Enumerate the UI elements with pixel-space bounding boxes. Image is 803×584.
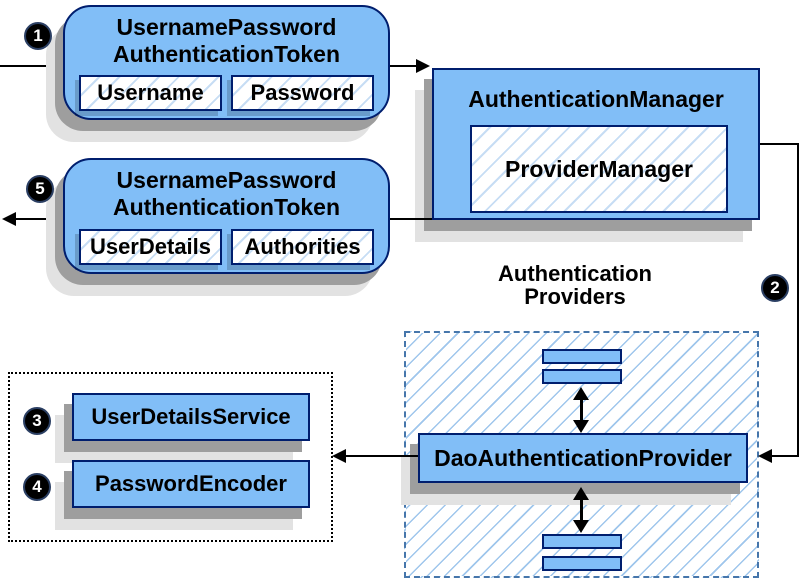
dao-authentication-provider-box: DaoAuthenticationProvider: [418, 433, 748, 483]
double-arrow-vertical-icon: [573, 487, 589, 533]
request-token-title-line1: UsernamePassword: [116, 14, 337, 40]
response-token-title-line1: UsernamePassword: [116, 167, 337, 193]
response-token-title: UsernamePassword AuthenticationToken: [65, 160, 388, 221]
connector-step5-output: [15, 218, 63, 220]
authentication-manager-title: AuthenticationManager: [468, 86, 724, 112]
step-badge-3: 3: [23, 407, 51, 435]
provider-manager-box: ProviderManager: [470, 125, 728, 213]
connector-step1-input: [0, 65, 64, 67]
arrow-shaft: [579, 400, 583, 420]
password-field-box: Password: [231, 75, 374, 111]
password-encoder-box: PasswordEncoder: [72, 460, 310, 508]
request-token-box: UsernamePassword AuthenticationToken Use…: [63, 5, 390, 120]
provider-placeholder-bar: [542, 369, 622, 384]
connector-dao-to-services: [346, 455, 418, 457]
arrowhead-down-icon: [573, 420, 589, 433]
step-badge-1: 1: [24, 22, 52, 50]
arrow-shaft: [579, 500, 583, 520]
provider-placeholder-bar: [542, 556, 622, 571]
userdetails-field-box: UserDetails: [79, 229, 222, 265]
authorities-field-box: Authorities: [231, 229, 374, 265]
connector-manager-to-response: [390, 218, 432, 220]
connector-step2-bottom: [772, 455, 799, 457]
step-badge-5: 5: [26, 175, 54, 203]
provider-placeholder-bar: [542, 534, 622, 549]
step-badge-4: 4: [23, 473, 51, 501]
authentication-manager-box: AuthenticationManager ProviderManager: [432, 68, 760, 220]
authentication-providers-label-line2: Providers: [524, 284, 626, 309]
user-details-service-box: UserDetailsService: [72, 393, 310, 441]
request-token-fields: Username Password: [79, 75, 374, 111]
connector-token-to-manager: [390, 65, 417, 67]
arrowhead-left-icon: [332, 449, 346, 463]
arrowhead-left-icon: [758, 449, 772, 463]
arrowhead-up-icon: [573, 387, 589, 400]
response-token-title-line2: AuthenticationToken: [112, 194, 340, 220]
authentication-providers-label: Authentication Providers: [455, 262, 695, 308]
response-token-fields: UserDetails Authorities: [79, 229, 374, 265]
authentication-providers-label-line1: Authentication: [498, 261, 652, 286]
arrowhead-up-icon: [573, 487, 589, 500]
username-field-box: Username: [79, 75, 222, 111]
arrowhead-left-icon: [2, 212, 16, 226]
connector-step2-vertical: [797, 143, 799, 457]
provider-placeholder-bar: [542, 349, 622, 364]
response-token-box: UsernamePassword AuthenticationToken Use…: [63, 158, 390, 274]
arrowhead-down-icon: [573, 520, 589, 533]
connector-step2-top: [758, 143, 799, 145]
double-arrow-vertical-icon: [573, 387, 589, 433]
arrowhead-right-icon: [416, 59, 430, 73]
step-badge-2: 2: [761, 274, 789, 302]
request-token-title: UsernamePassword AuthenticationToken: [65, 7, 388, 68]
request-token-title-line2: AuthenticationToken: [112, 41, 340, 67]
